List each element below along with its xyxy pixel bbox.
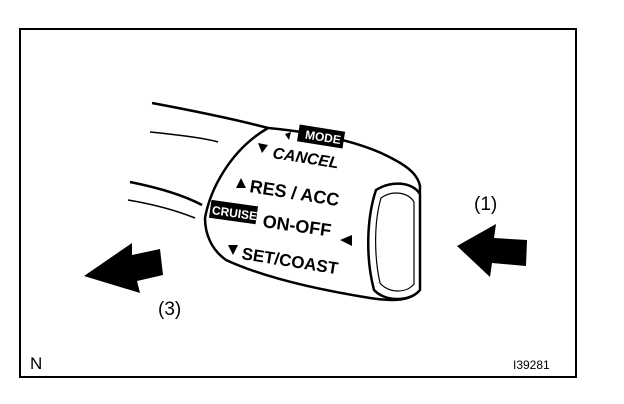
mode-indicator: MODE [285,124,346,149]
cruise-label: CRUISE [211,203,258,223]
switch-end-cap[interactable] [366,182,422,301]
res-acc-triangle-icon [236,178,246,188]
pull-callout-label: (3) [158,299,181,320]
lever-shaft-upper-outline [151,101,269,130]
mode-triangle-icon [285,132,291,140]
on-off-triangle-icon [340,235,352,246]
lever-shaft-lower-outline [129,180,203,207]
figure-id: I39281 [513,358,550,372]
corner-letter: N [30,354,43,373]
cancel-triangle-icon [258,143,268,153]
push-callout-label: (1) [474,194,497,215]
push-arrow-icon [457,224,527,277]
lever-shaft-upper-highlight [149,131,219,143]
mode-label: MODE [304,128,342,147]
lever-shaft-lower-line [127,199,196,219]
switch-end-cap-inner [375,192,415,292]
set-coast-triangle-icon [228,245,238,255]
pull-arrow-icon [84,243,163,293]
switch-body-outline [203,126,422,302]
